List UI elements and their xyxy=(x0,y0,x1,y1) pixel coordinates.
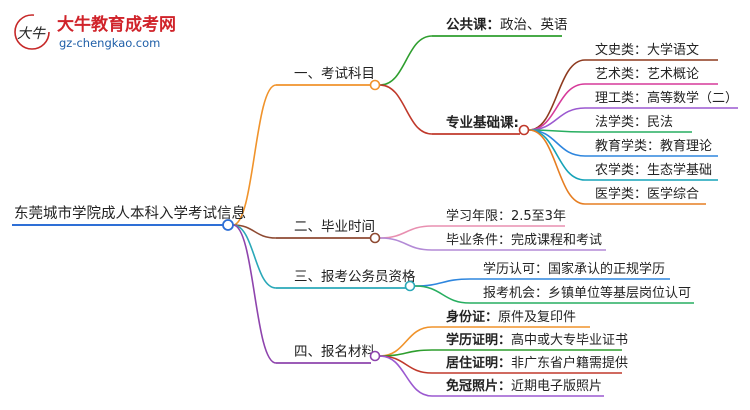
branch-graduation-knob xyxy=(369,232,381,244)
leaf-agriculture-label: 农学类：生态学基础 xyxy=(595,162,712,178)
leaf-education-label: 教育学类：教育理论 xyxy=(595,138,712,154)
node-public-courses-value: 政治、英语 xyxy=(500,16,568,33)
connector-lines xyxy=(232,35,586,397)
node-major-basics-label: 专业基础课: xyxy=(446,114,519,131)
leaf-id-card[interactable]: 身份证：原件及复印件 xyxy=(432,309,590,328)
leaf-agriculture[interactable]: 农学类：生态学基础 xyxy=(585,162,718,181)
leaf-education-proof-value: 高中或大专毕业证书 xyxy=(511,332,628,348)
leaf-education-proof[interactable]: 学历证明：高中或大专毕业证书 xyxy=(432,332,628,351)
connector-materials-leaf-2 xyxy=(379,349,433,357)
connector-root-branch-1 xyxy=(232,84,277,226)
branch-graduation-label: 二、毕业时间 xyxy=(294,219,375,235)
node-public-courses-key: 公共课 xyxy=(446,16,487,33)
leaf-medicine[interactable]: 医学类：医学综合 xyxy=(585,186,706,205)
connector-civil-leaf-2 xyxy=(414,285,471,304)
branch-civil-service-knob xyxy=(404,280,416,292)
branch-materials-label: 四、报名材料 xyxy=(294,344,375,360)
connector-exam-public xyxy=(379,35,433,86)
leaf-photo[interactable]: 免冠照片：近期电子版照片 xyxy=(432,378,604,397)
connector-materials-leaf-1 xyxy=(379,326,433,357)
leaf-education[interactable]: 教育学类：教育理论 xyxy=(585,138,718,157)
site-logo[interactable]: 大牛 大牛教育成考网 gz-chengkao.com xyxy=(14,14,176,50)
connector-graduation-leaf-2 xyxy=(379,237,433,251)
leaf-study-duration[interactable]: 学习年限：2.5至3年 xyxy=(432,208,566,227)
connector-major-leaf-2 xyxy=(528,83,586,131)
connector-root-branch-3 xyxy=(232,224,277,289)
branch-materials-knob xyxy=(369,350,381,362)
leaf-law-label: 法学类：民法 xyxy=(595,114,673,130)
connector-major-leaf-5 xyxy=(528,129,586,157)
branch-exam-subjects-label: 一、考试科目 xyxy=(294,66,375,82)
connector-exam-major xyxy=(379,84,433,135)
leaf-photo-key: 免冠照片 xyxy=(446,378,498,394)
root-node[interactable]: 东莞城市学院成人本科入学考试信息 xyxy=(12,205,246,231)
connector-major-leaf-1 xyxy=(528,59,586,131)
leaf-residence-proof-value: 非广东省户籍需提供 xyxy=(511,355,628,371)
leaf-literature[interactable]: 文史类：大学语文 xyxy=(585,42,718,61)
root-label: 东莞城市学院成人本科入学考试信息 xyxy=(14,205,246,222)
node-public-courses[interactable]: 公共课：政治、英语 xyxy=(432,16,568,37)
leaf-literature-label: 文史类：大学语文 xyxy=(595,42,699,58)
leaf-application-opportunity[interactable]: 报考机会：乡镇单位等基层岗位认可 xyxy=(470,285,694,304)
leaf-arts-label: 艺术类：艺术概论 xyxy=(595,67,699,82)
leaf-education-proof-text: 学历证明：高中或大专毕业证书 xyxy=(446,332,628,348)
branch-civil-service-label: 三、报考公务员资格 xyxy=(294,269,416,285)
leaf-photo-text: 免冠照片：近期电子版照片 xyxy=(446,378,602,394)
leaf-science[interactable]: 理工类：高等数学（二） xyxy=(585,90,738,109)
node-public-courses-text: 公共课：政治、英语 xyxy=(446,16,568,33)
node-major-basics-knob xyxy=(518,124,530,136)
leaf-residence-proof-key: 居住证明 xyxy=(446,355,498,371)
leaf-degree-recognition[interactable]: 学历认可：国家承认的正规学历 xyxy=(470,261,670,280)
leaf-education-proof-key: 学历证明 xyxy=(446,332,498,348)
bull-emblem-icon: 大牛 xyxy=(14,14,50,50)
root-knob xyxy=(222,219,234,231)
node-major-basics[interactable]: 专业基础课: xyxy=(432,114,530,136)
leaf-id-card-key: 身份证 xyxy=(446,309,485,325)
leaf-study-duration-label: 学习年限：2.5至3年 xyxy=(446,208,566,224)
connector-major-leaf-7 xyxy=(528,129,586,205)
logo-url: gz-chengkao.com xyxy=(59,36,160,50)
branch-materials[interactable]: 四、报名材料 xyxy=(276,344,381,364)
connector-root-branch-4 xyxy=(232,224,277,364)
emblem-text: 大牛 xyxy=(17,26,46,42)
leaf-graduation-conditions-label: 毕业条件：完成课程和考试 xyxy=(446,232,602,248)
branch-exam-subjects[interactable]: 一、考试科目 xyxy=(276,66,381,91)
leaf-photo-value: 近期电子版照片 xyxy=(511,379,602,394)
branch-exam-subjects-knob xyxy=(369,79,381,91)
leaf-residence-proof-text: 居住证明：非广东省户籍需提供 xyxy=(446,355,628,371)
branch-graduation[interactable]: 二、毕业时间 xyxy=(276,219,381,244)
branch-civil-service[interactable]: 三、报考公务员资格 xyxy=(276,269,416,292)
connector-graduation-leaf-1 xyxy=(379,225,433,239)
logo-title: 大牛教育成考网 xyxy=(57,14,176,35)
connector-materials-leaf-4 xyxy=(379,355,433,397)
leaf-medicine-label: 医学类：医学综合 xyxy=(595,186,699,202)
connector-civil-leaf-1 xyxy=(414,278,471,287)
connector-materials-leaf-3 xyxy=(379,355,433,374)
leaf-science-label: 理工类：高等数学（二） xyxy=(595,90,738,106)
leaf-residence-proof[interactable]: 居住证明：非广东省户籍需提供 xyxy=(432,355,628,374)
leaf-degree-recognition-label: 学历认可：国家承认的正规学历 xyxy=(483,261,665,277)
leaf-id-card-text: 身份证：原件及复印件 xyxy=(446,309,576,325)
leaf-id-card-value: 原件及复印件 xyxy=(498,310,576,325)
leaf-law[interactable]: 法学类：民法 xyxy=(585,114,692,133)
leaf-graduation-conditions[interactable]: 毕业条件：完成课程和考试 xyxy=(432,232,606,251)
leaf-arts[interactable]: 艺术类：艺术概论 xyxy=(585,67,718,85)
leaf-application-opportunity-label: 报考机会：乡镇单位等基层岗位认可 xyxy=(483,285,691,301)
